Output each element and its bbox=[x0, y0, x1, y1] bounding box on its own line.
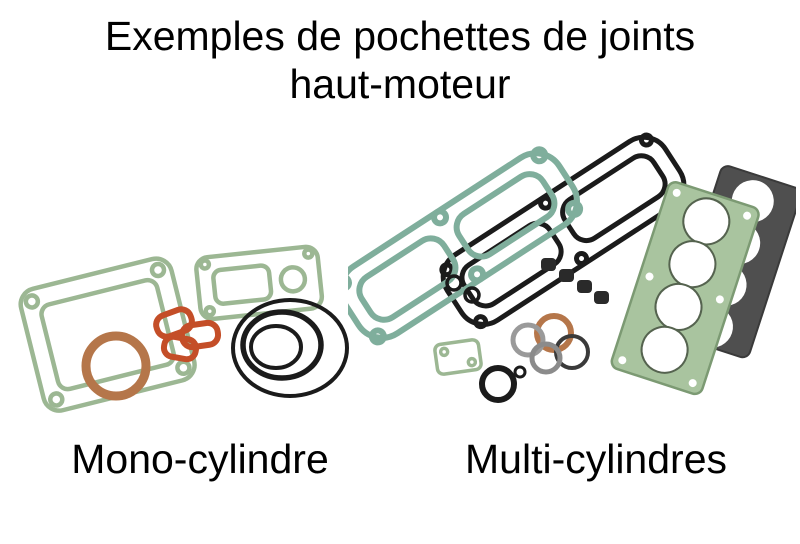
exhaust-gaskets-orange bbox=[153, 306, 222, 363]
mono-cylinder-gasket-photo bbox=[8, 226, 358, 434]
copper-washer bbox=[81, 331, 151, 401]
washers bbox=[510, 313, 590, 375]
page-title: Exemples de pochettes de joints haut-mot… bbox=[0, 12, 800, 108]
o-rings bbox=[231, 298, 349, 398]
title-line2: haut-moteur bbox=[289, 61, 511, 107]
valve-stem-seals bbox=[541, 258, 609, 304]
small-o-rings bbox=[445, 274, 481, 304]
multi-cylinder-label: Multi-cylindres bbox=[465, 436, 727, 482]
title-line1: Exemples de pochettes de joints bbox=[104, 13, 696, 59]
multi-cylinder-gasket-photo bbox=[348, 130, 796, 428]
head-gasket-green bbox=[610, 181, 760, 396]
valve-cover-gasket-teal bbox=[348, 146, 584, 346]
mono-cylinder-label: Mono-cylindre bbox=[71, 436, 329, 482]
small-rect-gasket bbox=[433, 338, 483, 376]
multi-gasket-set-drawing bbox=[348, 132, 796, 403]
oil-seal-ring bbox=[479, 365, 527, 403]
mono-gasket-set-drawing bbox=[18, 244, 349, 413]
